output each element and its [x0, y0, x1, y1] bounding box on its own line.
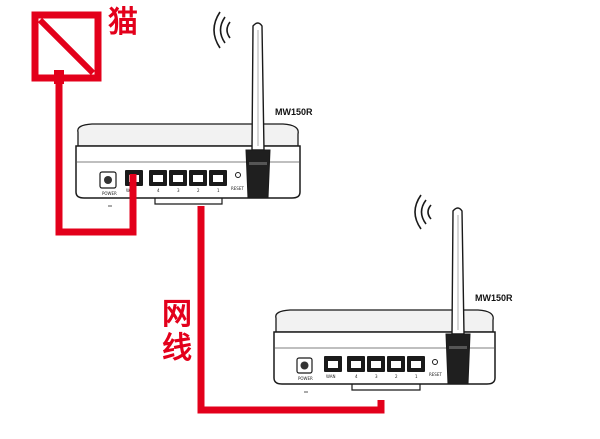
- lan-port-label: 1: [415, 374, 418, 379]
- reset-button: [432, 359, 438, 365]
- reset-label: RESET: [231, 186, 244, 191]
- lan-port-label: 1: [217, 188, 220, 193]
- antenna-icon: [445, 207, 471, 385]
- modem-icon: [31, 11, 102, 84]
- router-1: POWER WAN 4 3 2 1 RESET: [75, 11, 301, 207]
- power-port-label: POWER: [298, 376, 313, 381]
- reset-label: RESET: [429, 372, 442, 377]
- reset-button: [235, 172, 241, 178]
- lan-port-label: 2: [395, 374, 398, 379]
- power-port-label: POWER: [102, 191, 117, 196]
- lan-port-label: 3: [177, 188, 180, 193]
- wifi-signal-icon: [414, 194, 432, 230]
- cable-label: 网: [162, 297, 192, 332]
- router-lid: [275, 309, 494, 333]
- router-2: POWER WAN 4 3 2 1 RESET: [273, 194, 496, 393]
- wan-port-label: WAN: [326, 374, 335, 379]
- router-model-label: MW150R: [275, 107, 313, 117]
- cable-label: 线: [162, 331, 192, 366]
- lan-port-label: 2: [197, 188, 200, 193]
- wifi-signal-icon: [213, 11, 231, 49]
- router-model-label: MW150R: [475, 293, 513, 303]
- lan-port-label: 4: [355, 374, 358, 379]
- antenna-icon: [245, 22, 271, 199]
- router-lid: [77, 123, 299, 147]
- lan-port-label: 3: [375, 374, 378, 379]
- modem-label: 猫: [108, 5, 138, 40]
- cable-router-to-router: [197, 206, 385, 414]
- lan-port-label: 4: [157, 188, 160, 193]
- cable-modem-to-router: [55, 80, 137, 236]
